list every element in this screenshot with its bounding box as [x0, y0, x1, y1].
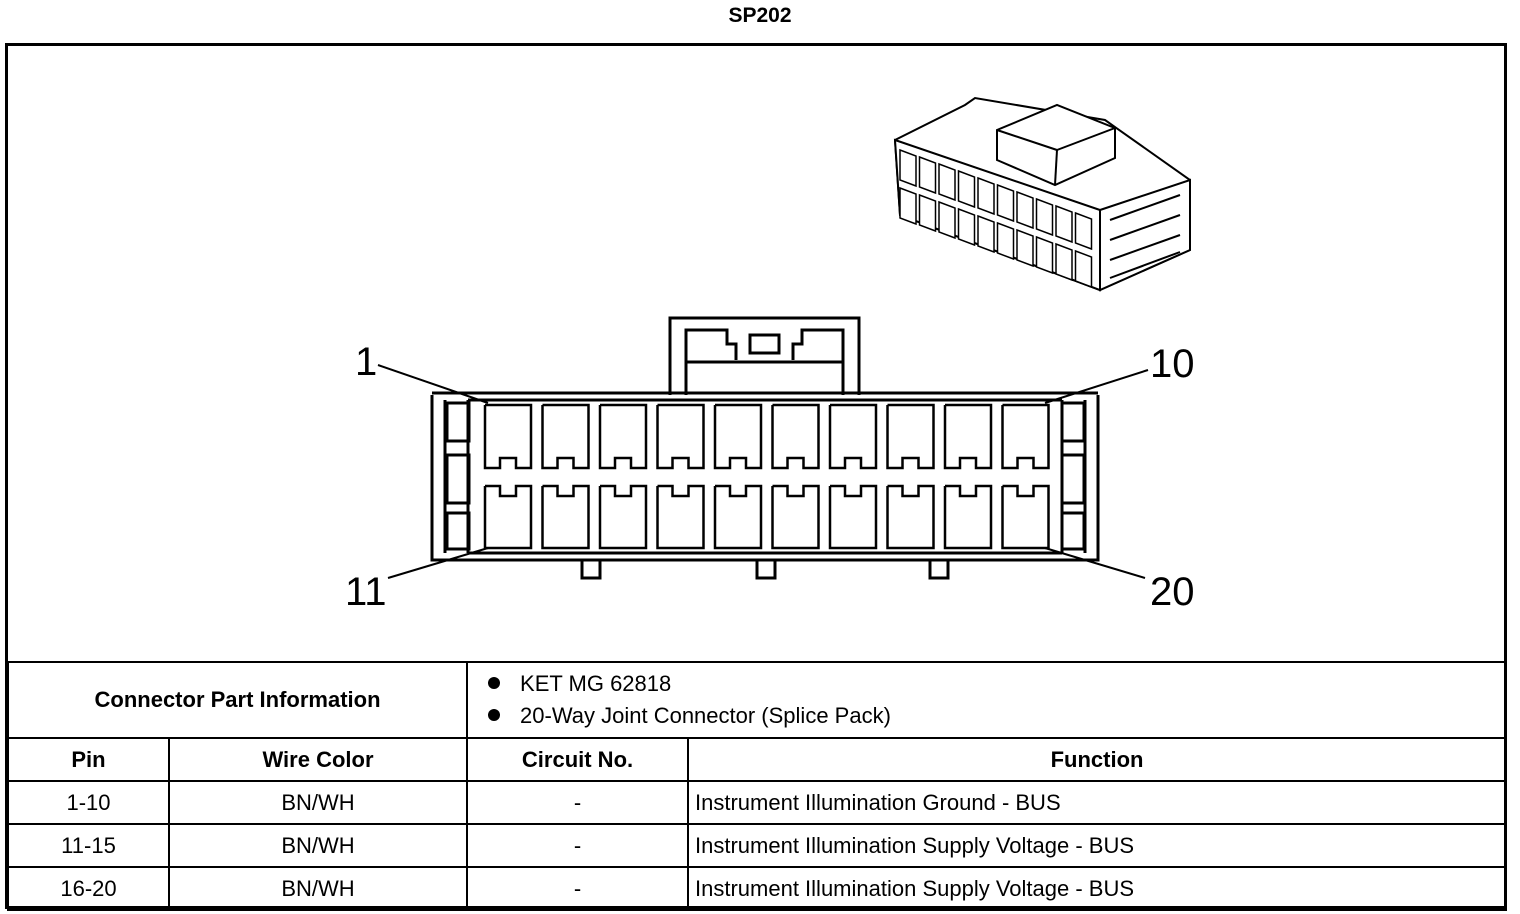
pin-cavity — [713, 484, 763, 550]
pin-label-1: 1 — [355, 340, 378, 384]
pin-cavity — [828, 484, 878, 550]
pin-cavity — [1001, 403, 1050, 470]
iso-cavity — [977, 176, 995, 216]
pin-cavity — [828, 403, 878, 470]
part-item: KET MG 62818 — [488, 668, 1505, 700]
circuit-cell: - — [466, 780, 690, 825]
pin-cavity — [541, 403, 590, 470]
connector-info-table: Connector Part Information KET MG 62818 … — [6, 661, 1508, 911]
function-cell: Instrument Illumination Ground - BUS — [687, 780, 1508, 825]
pin-cavity — [598, 403, 648, 470]
iso-cavity — [918, 155, 937, 195]
iso-cavity — [1016, 190, 1034, 230]
pin-label-11: 11 — [345, 570, 387, 614]
iso-cavity — [1016, 228, 1034, 268]
bullet-icon — [488, 677, 501, 690]
iso-cavity — [918, 193, 937, 233]
iso-cavity — [1055, 242, 1073, 282]
header-circuit-no: Circuit No. — [466, 737, 690, 782]
header-function: Function — [687, 737, 1508, 782]
iso-cavity — [996, 183, 1015, 223]
iso-cavity — [957, 207, 976, 247]
pin-cavity — [1001, 484, 1050, 550]
pin-cavity — [483, 484, 533, 550]
iso-cavity — [1035, 235, 1054, 275]
connector-part-info-row: Connector Part Information KET MG 62818 … — [6, 661, 1508, 739]
iso-cavity — [938, 200, 956, 240]
iso-cavity — [996, 221, 1015, 261]
part-item: 20-Way Joint Connector (Splice Pack) — [488, 700, 1505, 732]
pin-cell: 11-15 — [7, 823, 170, 868]
pin-cavity — [598, 484, 648, 550]
bullet-icon — [488, 709, 501, 722]
connector-face-view — [377, 316, 1149, 580]
pin-cavity — [656, 403, 705, 470]
diagram-title: SP202 — [728, 4, 792, 27]
iso-cavity — [1055, 204, 1073, 244]
function-cell: Instrument Illumination Supply Voltage -… — [687, 866, 1508, 911]
circuit-cell: - — [466, 866, 690, 911]
pin-cavity — [483, 403, 533, 470]
iso-cavity — [1074, 249, 1093, 289]
wire-color-cell: BN/WH — [167, 823, 469, 868]
wire-color-cell: BN/WH — [167, 780, 469, 825]
wire-color-cell: BN/WH — [167, 866, 469, 911]
header-wire-color: Wire Color — [167, 737, 469, 782]
iso-cavity — [1074, 211, 1093, 251]
table-row: 1-10 BN/WH - Instrument Illumination Gro… — [7, 780, 1508, 825]
pin-cavity — [886, 484, 935, 550]
table-row: 16-20 BN/WH - Instrument Illumination Su… — [7, 866, 1508, 911]
iso-cavity — [977, 214, 995, 254]
pin-cavity — [886, 403, 935, 470]
table-row: 11-15 BN/WH - Instrument Illumination Su… — [7, 823, 1508, 868]
iso-cavity — [1035, 197, 1054, 237]
circuit-cell: - — [466, 823, 690, 868]
pin-cell: 16-20 — [7, 866, 170, 911]
iso-cavity — [938, 162, 956, 202]
connector-3d-icon — [893, 96, 1191, 292]
function-cell: Instrument Illumination Supply Voltage -… — [687, 823, 1508, 868]
pin-cavity — [943, 484, 993, 550]
connector-part-info-label: Connector Part Information — [6, 661, 469, 739]
pin-cavity — [771, 484, 820, 550]
pin-cavity — [541, 484, 590, 550]
pin-cell: 1-10 — [7, 780, 170, 825]
connector-part-info-values: KET MG 62818 20-Way Joint Connector (Spl… — [466, 661, 1508, 739]
pin-cavity — [656, 484, 705, 550]
iso-cavity — [899, 186, 917, 226]
iso-cavity — [957, 169, 976, 209]
table-header-row: Pin Wire Color Circuit No. Function — [7, 737, 1508, 782]
pin-cavity — [771, 403, 820, 470]
pin-label-20: 20 — [1150, 570, 1195, 614]
pin-cavity — [943, 403, 993, 470]
pin-label-10: 10 — [1150, 342, 1195, 386]
header-pin: Pin — [7, 737, 170, 782]
iso-cavity — [899, 148, 917, 188]
pin-cavity — [713, 403, 763, 470]
